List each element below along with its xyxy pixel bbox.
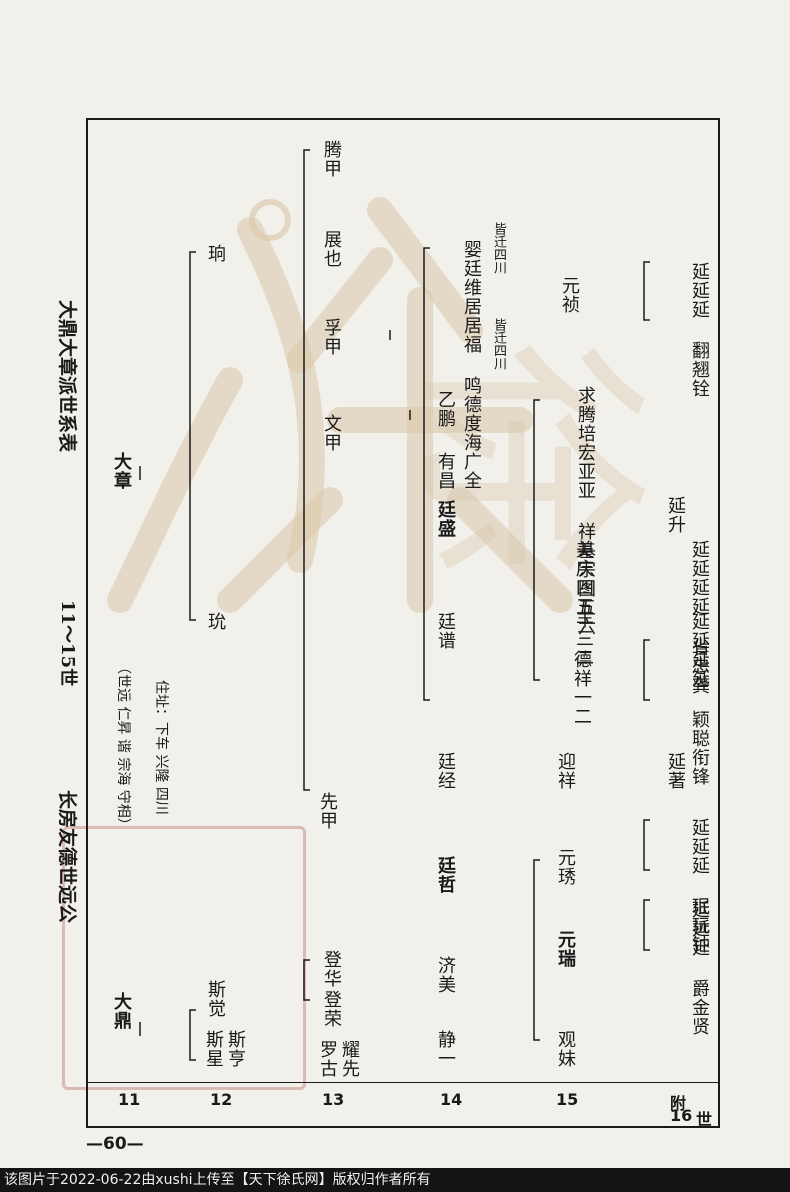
person-yipeng: 乙鹏 (435, 390, 456, 428)
person-sixing: 斯星 (203, 1030, 224, 1068)
person-yuanrui: 元瑞 (555, 930, 576, 968)
gen16-group-a: 延延延 爵金贤 (689, 900, 710, 1036)
family-group-14: 婴廷维居居福 鸣德度海广全 (461, 240, 482, 490)
gen-11-label: 11 (118, 1090, 141, 1109)
person-jimei: 济美 (435, 956, 456, 994)
header-rule (86, 1082, 720, 1083)
person-xianjia: 先甲 (317, 792, 338, 830)
gen-12-label: 12 (210, 1090, 233, 1109)
red-seal-stamp (62, 826, 306, 1090)
person-dengrong: 登荣 (321, 990, 342, 1028)
person-yun: 玧 (205, 612, 226, 631)
gen16-group-d: 延延延延 颖聪衔锋 (689, 612, 710, 786)
person-guanmei: 观妹 (555, 1030, 576, 1068)
person-siheng: 斯亨 (225, 1030, 246, 1068)
person-luogu: 罗古 (317, 1040, 338, 1078)
person-qiuteng: 求腾培宏亚亚 祥基宗图五六 (575, 386, 596, 636)
appendix-label: 附 (670, 1094, 687, 1113)
person-sijue: 斯觉 (205, 980, 226, 1018)
gen16-group-b: 延延延 珉玩钟 (689, 818, 710, 954)
person-yanpu: 廷谱 (435, 612, 456, 650)
person-jing: 静一 (435, 1030, 456, 1068)
gen-15-label: 15 (556, 1090, 579, 1109)
frame-right (718, 118, 720, 1128)
person-fengsan: 丰三二 (573, 610, 594, 667)
frame-top (86, 118, 720, 120)
gen-16-label: 16 (670, 1106, 693, 1125)
person-yingxiang: 迎祥 (555, 752, 576, 790)
sichuan-note-b: 皆迁四川 (491, 318, 506, 370)
gen16-group-g: 延延延 翻翘铨 (689, 262, 710, 398)
page-number: —60— (86, 1134, 144, 1154)
gen16-group-e: 延延延延 省忠龚 (689, 540, 710, 695)
frame-left (86, 118, 88, 1128)
person-zhanye: 展也 (321, 230, 342, 268)
person-fujia: 孚甲 (321, 318, 342, 356)
upload-footer: 该图片于2022-06-22由xushi上传至【天下徐氏网】版权归作者所有 (0, 1168, 790, 1192)
person-dexiang: 德祥一二 (571, 650, 592, 726)
person-yuanxiu: 元琇 (555, 848, 576, 886)
gen-14-label: 14 (440, 1090, 463, 1109)
gen-13-label: 13 (322, 1090, 345, 1109)
person-tengjia: 腾甲 (321, 140, 342, 178)
person-yanjing: 廷经 (435, 752, 456, 790)
person-meiqing: 美庆四五 (573, 540, 594, 616)
sichuan-note-a: 皆迁四川 (491, 222, 506, 274)
person-denghua: 登华 (321, 950, 342, 988)
frame-bottom (86, 1126, 720, 1128)
gen-suffix-label: 世 (696, 1110, 713, 1129)
person-yuanzhen: 元祯 (559, 276, 580, 314)
person-yansheng: 廷盛 (435, 500, 456, 538)
person-dazhang: 大章 (111, 452, 132, 490)
gen16-yanzhu: 延著 (665, 752, 686, 790)
person-jiong: 珦 (205, 244, 226, 263)
person-youchang: 有昌 (435, 452, 456, 490)
person-yanzhe: 廷哲 (435, 856, 456, 894)
person-yaoxian: 耀先 (339, 1040, 360, 1078)
person-dading: 大鼎 (111, 992, 132, 1030)
gen16-yansheng: 延升 (665, 496, 686, 534)
person-wenjia: 文甲 (321, 414, 342, 452)
